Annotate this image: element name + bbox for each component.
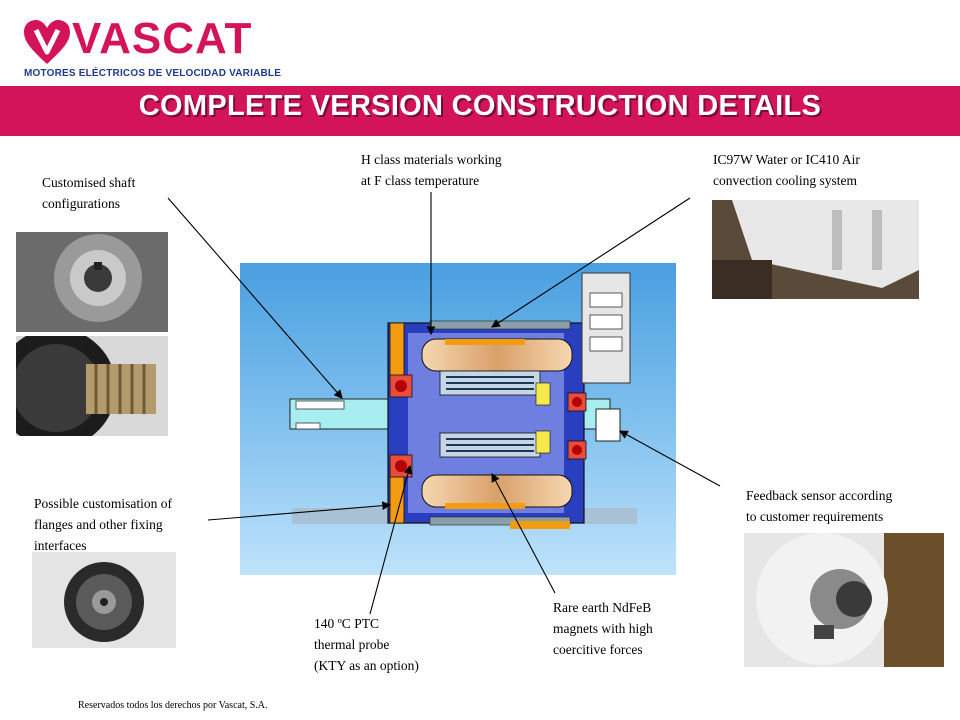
ptc-leader <box>369 464 413 615</box>
shaft-photo-bottom <box>16 336 168 436</box>
callout-cooling: IC97W Water or IC410 Air convection cool… <box>713 152 860 188</box>
title-banner <box>0 86 960 136</box>
flanges-leader <box>207 501 392 521</box>
motor-cross-section <box>240 263 676 575</box>
vascat-heart-icon <box>24 20 70 64</box>
slide-title: COMPLETE VERSION CONSTRUCTION DETAILS <box>138 90 822 122</box>
brand-tagline: MOTORES ELÉCTRICOS DE VELOCIDAD VARIABLE <box>24 68 282 79</box>
cooling-leader <box>491 197 691 328</box>
shaft-leader <box>167 197 343 399</box>
feedback-sensor-photo <box>744 533 944 667</box>
copyright-footer: Reservados todos los derechos por Vascat… <box>78 700 268 711</box>
brand-name: VASCAT <box>72 14 253 63</box>
vascat-logo: VASCAT MOTORES ELÉCTRICOS DE VELOCIDAD V… <box>22 14 281 84</box>
flange-photo <box>32 552 176 648</box>
cooling-photo <box>712 200 919 299</box>
callout-shaft: Customised shaft configurations <box>42 175 136 211</box>
callout-flanges: Possible customisation of flanges and ot… <box>34 496 172 553</box>
feedback-leader <box>619 430 721 487</box>
shaft-photo-top <box>16 232 168 332</box>
callout-feedback: Feedback sensor according to customer re… <box>746 488 893 524</box>
callout-magnets: Rare earth NdFeB magnets with high coerc… <box>553 600 653 657</box>
magnets-leader <box>491 473 556 594</box>
callout-h-class: H class materials working at F class tem… <box>361 152 502 188</box>
callout-ptc: 140 ºC PTC thermal probe (KTY as an opti… <box>314 616 419 673</box>
